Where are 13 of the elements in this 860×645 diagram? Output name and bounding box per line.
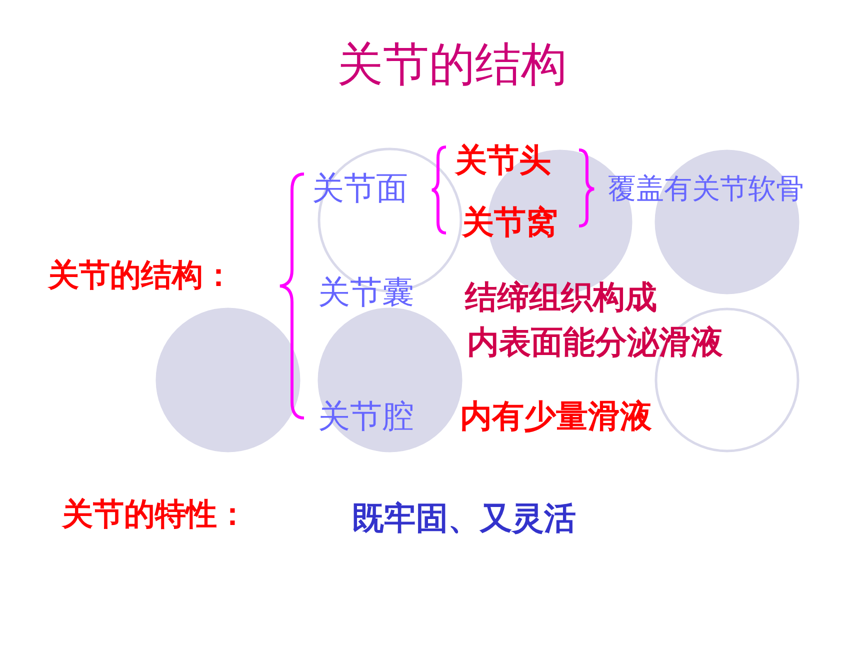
description-text: 覆盖有关节软骨: [608, 175, 804, 203]
term-label: 关节头: [455, 144, 551, 176]
description-text: 内有少量滑液: [460, 400, 652, 432]
description-text: 结缔组织构成: [465, 281, 657, 313]
slide-title: 关节的结构: [337, 41, 567, 87]
term-label: 关节面: [312, 172, 408, 204]
term-label: 关节囊: [318, 276, 414, 308]
heading-label: 关节的特性：: [62, 500, 248, 530]
term-label: 关节窝: [462, 206, 558, 238]
description-text: 内表面能分泌滑液: [467, 326, 723, 358]
term-label: 关节腔: [318, 400, 414, 432]
description-text: 既牢固、又灵活: [352, 502, 576, 534]
heading-label: 关节的结构：: [48, 260, 234, 292]
